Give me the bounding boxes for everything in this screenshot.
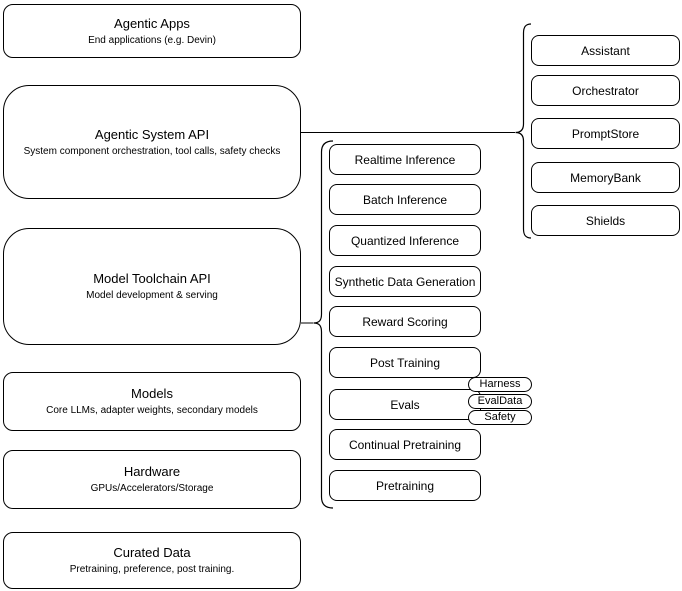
component-label: Orchestrator [572,83,639,98]
box-title: Curated Data [113,545,191,560]
toolchain-item-reward-scoring: Reward Scoring [329,306,481,337]
toolchain-item-label: Pretraining [375,478,435,493]
component-promptstore: PromptStore [531,118,680,149]
toolchain-item-label: Continual Pretraining [348,437,462,452]
toolchain-item-label: Post Training [369,355,441,370]
toolchain-item-label: Evals [390,397,420,412]
box-models: Models Core LLMs, adapter weights, secon… [3,372,301,431]
component-label: MemoryBank [570,170,641,185]
box-subtitle: Model development & serving [86,290,218,301]
box-title: Model Toolchain API [93,271,211,286]
toolchain-item-realtime-inference: Realtime Inference [329,144,481,175]
box-hardware: Hardware GPUs/Accelerators/Storage [3,450,301,509]
eval-tag-label: EvalData [477,395,523,407]
eval-tag-harness: Harness [468,377,532,392]
toolchain-item-batch-inference: Batch Inference [329,184,481,215]
toolchain-item-label: Realtime Inference [354,152,456,167]
component-label: PromptStore [571,126,640,141]
toolchain-item-label: Synthetic Data Generation [334,274,476,289]
toolchain-item-quantized-inference: Quantized Inference [329,225,481,256]
toolchain-item-pretraining: Pretraining [329,470,481,501]
box-subtitle: End applications (e.g. Devin) [88,34,216,46]
box-agentic-apps: Agentic Apps End applications (e.g. Devi… [3,4,301,58]
eval-tag-label: Safety [484,411,516,423]
toolchain-item-label: Quantized Inference [350,233,460,248]
box-subtitle: System component orchestration, tool cal… [23,145,281,157]
component-assistant: Assistant [531,35,680,66]
component-label: Shields [585,213,626,228]
box-title: Agentic System API [94,126,210,142]
eval-tag-evaldata: EvalData [468,394,532,409]
toolchain-item-synthetic-data-generation: Synthetic Data Generation [329,266,481,297]
box-subtitle: Pretraining, preference, post training. [69,564,235,575]
component-label: Assistant [581,43,630,58]
toolchain-item-label: Reward Scoring [362,314,448,329]
eval-tag-safety: Safety [468,410,532,425]
box-agentic-system-api: Agentic System API System component orch… [3,85,301,199]
box-title: Models [131,386,173,401]
toolchain-item-evals: Evals [329,389,481,420]
system-components-brace [515,23,532,239]
box-title: Hardware [123,464,181,479]
box-model-toolchain-api: Model Toolchain API Model development & … [3,228,301,345]
box-curated-data: Curated Data Pretraining, preference, po… [3,532,301,589]
toolchain-item-label: Batch Inference [362,192,448,207]
box-subtitle: Core LLMs, adapter weights, secondary mo… [46,405,258,416]
box-subtitle: GPUs/Accelerators/Storage [90,483,214,494]
eval-tag-label: Harness [479,378,521,390]
toolchain-item-continual-pretraining: Continual Pretraining [329,429,481,460]
component-memorybank: MemoryBank [531,162,680,193]
component-orchestrator: Orchestrator [531,75,680,106]
component-shields: Shields [531,205,680,236]
box-title: Agentic Apps [114,15,190,31]
toolchain-item-post-training: Post Training [329,347,481,378]
